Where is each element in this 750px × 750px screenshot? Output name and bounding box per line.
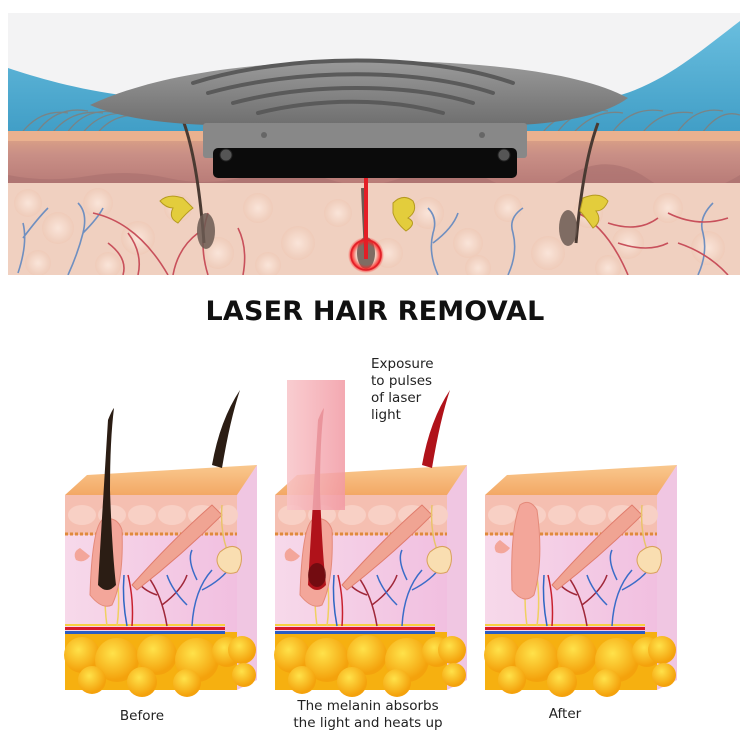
follicle-left xyxy=(159,122,215,249)
caption-before: Before xyxy=(92,708,192,725)
caption-during: The melanin absorbs the light and heats … xyxy=(268,698,468,732)
skin-cross-section-before xyxy=(64,390,257,697)
skin-cross-section-during xyxy=(274,380,467,697)
callout-line: of laser xyxy=(371,390,422,406)
laser-device-skin-illustration xyxy=(8,13,740,275)
caption-line: the light and heats up xyxy=(293,715,443,731)
caption-line: The melanin absorbs xyxy=(297,698,439,714)
laser-beam xyxy=(364,171,368,259)
caption-line: After xyxy=(548,706,582,722)
panel-during xyxy=(272,380,472,700)
follicle-right xyxy=(559,122,609,246)
panel-after xyxy=(482,380,682,700)
panel-before xyxy=(62,380,262,700)
page-title: LASER HAIR REMOVAL xyxy=(205,296,545,327)
callout-line: light xyxy=(371,407,401,423)
laser-beam-cylinder xyxy=(287,380,345,510)
callout-line: to pulses xyxy=(371,373,433,389)
caption-after: After xyxy=(515,706,615,723)
skin-cross-section-after xyxy=(484,465,677,697)
hero-illustration xyxy=(8,13,740,275)
caption-line: Before xyxy=(119,708,165,724)
callout-line: Exposure xyxy=(371,356,434,372)
laser-exposure-callout: Exposure to pulses of laser light xyxy=(371,356,461,424)
